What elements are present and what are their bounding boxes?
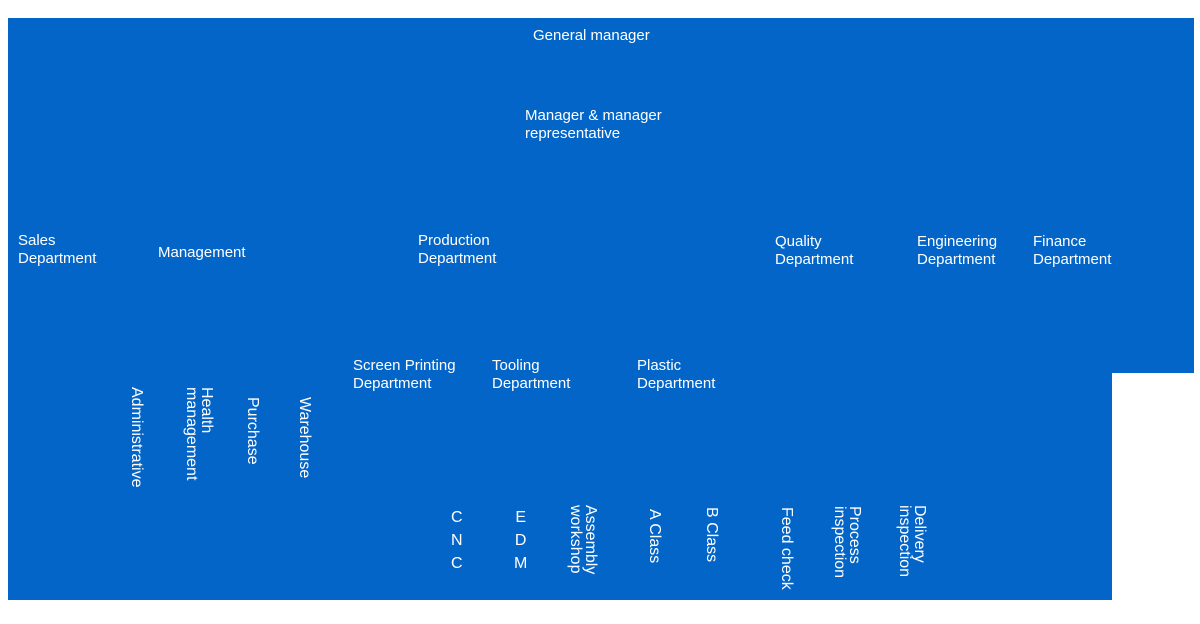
node-finance-department: Finance Department bbox=[1033, 233, 1112, 268]
node-process-inspection: Process inspection bbox=[831, 506, 863, 579]
node-management: Management bbox=[158, 244, 246, 261]
node-assembly-workshop: Assembly workshop bbox=[567, 505, 599, 575]
node-manager-representative: Manager & manager representative bbox=[525, 107, 662, 142]
node-a-class: A Class bbox=[646, 509, 663, 564]
node-plastic-department: Plastic Department bbox=[637, 357, 716, 392]
node-feed-check: Feed check bbox=[778, 507, 795, 590]
node-screen-printing-department: Screen Printing Department bbox=[353, 357, 456, 392]
node-warehouse: Warehouse bbox=[296, 397, 313, 479]
org-chart-background-lower bbox=[8, 373, 1112, 600]
node-cnc: C N C bbox=[451, 509, 463, 572]
node-general-manager: General manager bbox=[533, 27, 650, 44]
org-chart-background-upper bbox=[8, 18, 1194, 373]
node-health-management: Health management bbox=[183, 387, 215, 481]
node-engineering-department: Engineering Department bbox=[917, 233, 998, 268]
node-b-class: B Class bbox=[703, 507, 720, 563]
node-edm: E D M bbox=[514, 509, 528, 572]
node-purchase: Purchase bbox=[244, 397, 261, 465]
node-production-department: Production Department bbox=[418, 232, 497, 267]
node-quality-department: Quality Department bbox=[775, 233, 854, 268]
node-delivery-inspection: Delivery inspection bbox=[896, 505, 928, 578]
node-tooling-department: Tooling Department bbox=[492, 357, 571, 392]
node-administrative: Administrative bbox=[128, 387, 145, 488]
node-sales-department: Sales Department bbox=[18, 232, 97, 267]
